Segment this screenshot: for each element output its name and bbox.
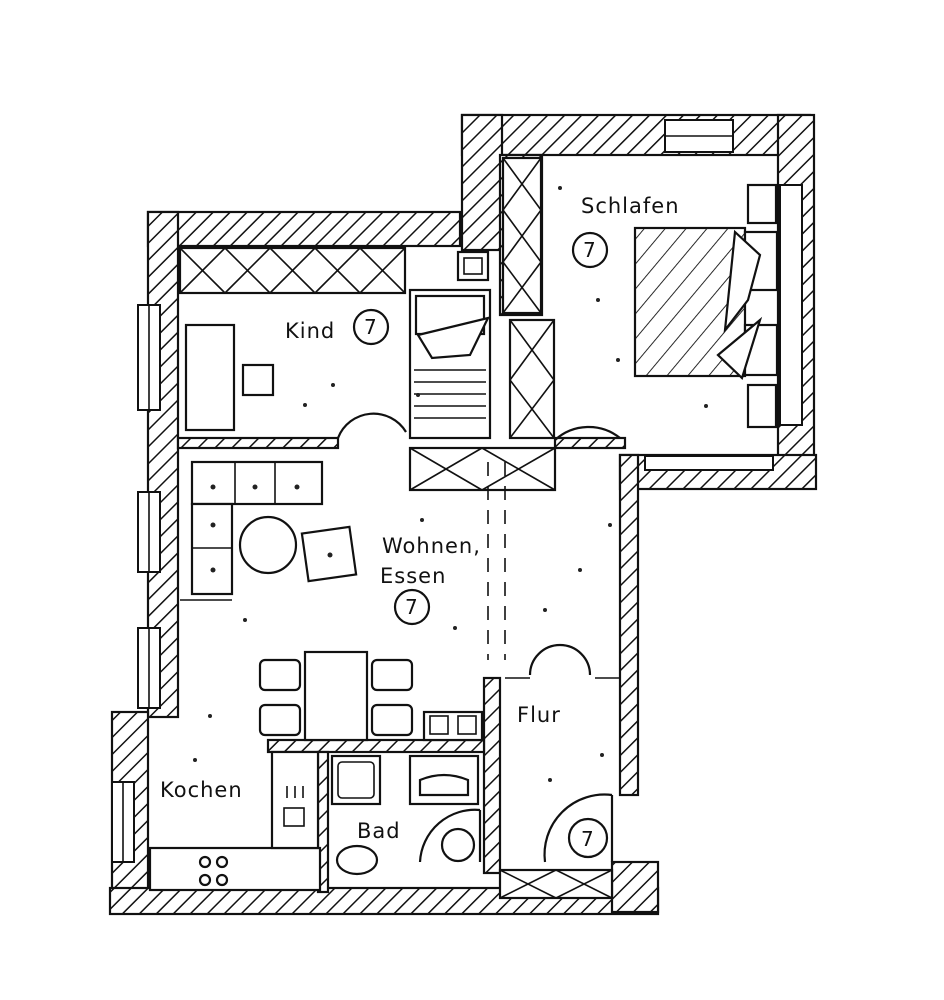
kind-furniture [184, 288, 492, 440]
room-label-wohnen: Wohnen, [382, 534, 481, 558]
badge-schlafen: 7 [583, 238, 596, 262]
badge-kind: 7 [364, 315, 377, 339]
badge-flur: 7 [581, 827, 594, 851]
wohnen-furniture [180, 460, 484, 742]
room-label-bad: Bad [357, 819, 401, 843]
doors [336, 412, 621, 863]
wardrobes [178, 156, 557, 492]
bathroom-furniture [330, 754, 480, 876]
room-label-flur: Flur [517, 703, 561, 727]
schlafen-furniture [633, 183, 779, 429]
floor-dots [193, 186, 708, 782]
room-label-kochen: Kochen [160, 778, 243, 802]
room-label-schlafen: Schlafen [581, 194, 680, 218]
room-label-essen: Essen [380, 564, 446, 588]
room-labels: Schlafen Kind Wohnen, Essen Flur Kochen … [160, 194, 680, 843]
kitchen-furniture [148, 750, 322, 892]
room-label-kind: Kind [285, 319, 335, 343]
windows [111, 119, 803, 863]
badge-wohnen: 7 [405, 595, 418, 619]
room-badges: 7 7 7 7 [352, 231, 609, 859]
